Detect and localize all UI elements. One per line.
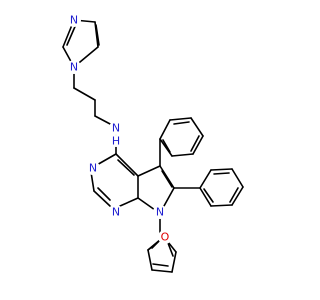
bond-line [159, 119, 171, 140]
bond-line [73, 87, 96, 101]
bond-line [210, 168, 233, 171]
bond-line [162, 139, 171, 153]
bond-line [151, 269, 173, 273]
atom-n-pyrimidine-top: N [86, 161, 100, 175]
bond-line [137, 197, 156, 211]
h-amine-label: H [112, 135, 120, 148]
bond-line [94, 115, 113, 126]
bond-line [171, 153, 194, 157]
bond-line [117, 159, 135, 176]
atom-o-furan: O [158, 230, 172, 244]
n-imidazole-3-label: N [70, 14, 78, 27]
atom-n-amine: N [109, 121, 123, 135]
n-amine-label: N [112, 122, 120, 135]
bond-line [190, 117, 204, 137]
bond-line [173, 121, 190, 125]
bond-line [161, 170, 173, 188]
bond-line [229, 187, 239, 203]
n-pyrrole-label: N [156, 206, 164, 219]
bond-line [137, 165, 161, 177]
bond-line [167, 241, 177, 253]
bond-line [169, 117, 192, 121]
bond-line [213, 172, 230, 175]
bond-line [115, 153, 139, 177]
bond-line [90, 171, 95, 192]
atom-n-imidazole-3: N [67, 13, 81, 27]
bond-line [231, 186, 244, 206]
bond-line [93, 190, 111, 207]
atom-n-imidazole-1: N [67, 60, 81, 74]
bond-line [159, 138, 173, 157]
atom-n-pyrrole: N [153, 205, 167, 219]
bond-line [167, 242, 174, 257]
n-imidazole-1-label: N [70, 61, 78, 74]
bond-line [95, 24, 100, 46]
bond-line [159, 165, 175, 189]
atom-labels: N H N N N N N O [67, 13, 172, 244]
bond-line [210, 204, 233, 207]
bond-lines [62, 19, 244, 273]
atom-h-amine: H [110, 135, 122, 148]
o-furan-label: O [161, 231, 170, 244]
bond-line [163, 187, 175, 207]
bond-line [97, 187, 111, 201]
n-pyrimidine-bottom-label: N [112, 206, 120, 219]
bond-line [119, 197, 139, 207]
atom-n-pyrimidine-bottom: N [109, 205, 123, 219]
n-pyrimidine-top-label: N [89, 162, 97, 175]
bond-line [203, 188, 214, 203]
molecule-structure-diagram: N H N N N N N O [62, 13, 244, 273]
bond-line [199, 169, 212, 189]
bond-line [171, 251, 177, 273]
bond-line [152, 263, 169, 267]
bond-line [190, 135, 200, 152]
bond-line [231, 168, 244, 188]
bond-line [199, 187, 212, 207]
bond-line [192, 135, 204, 155]
bond-line [147, 249, 153, 271]
